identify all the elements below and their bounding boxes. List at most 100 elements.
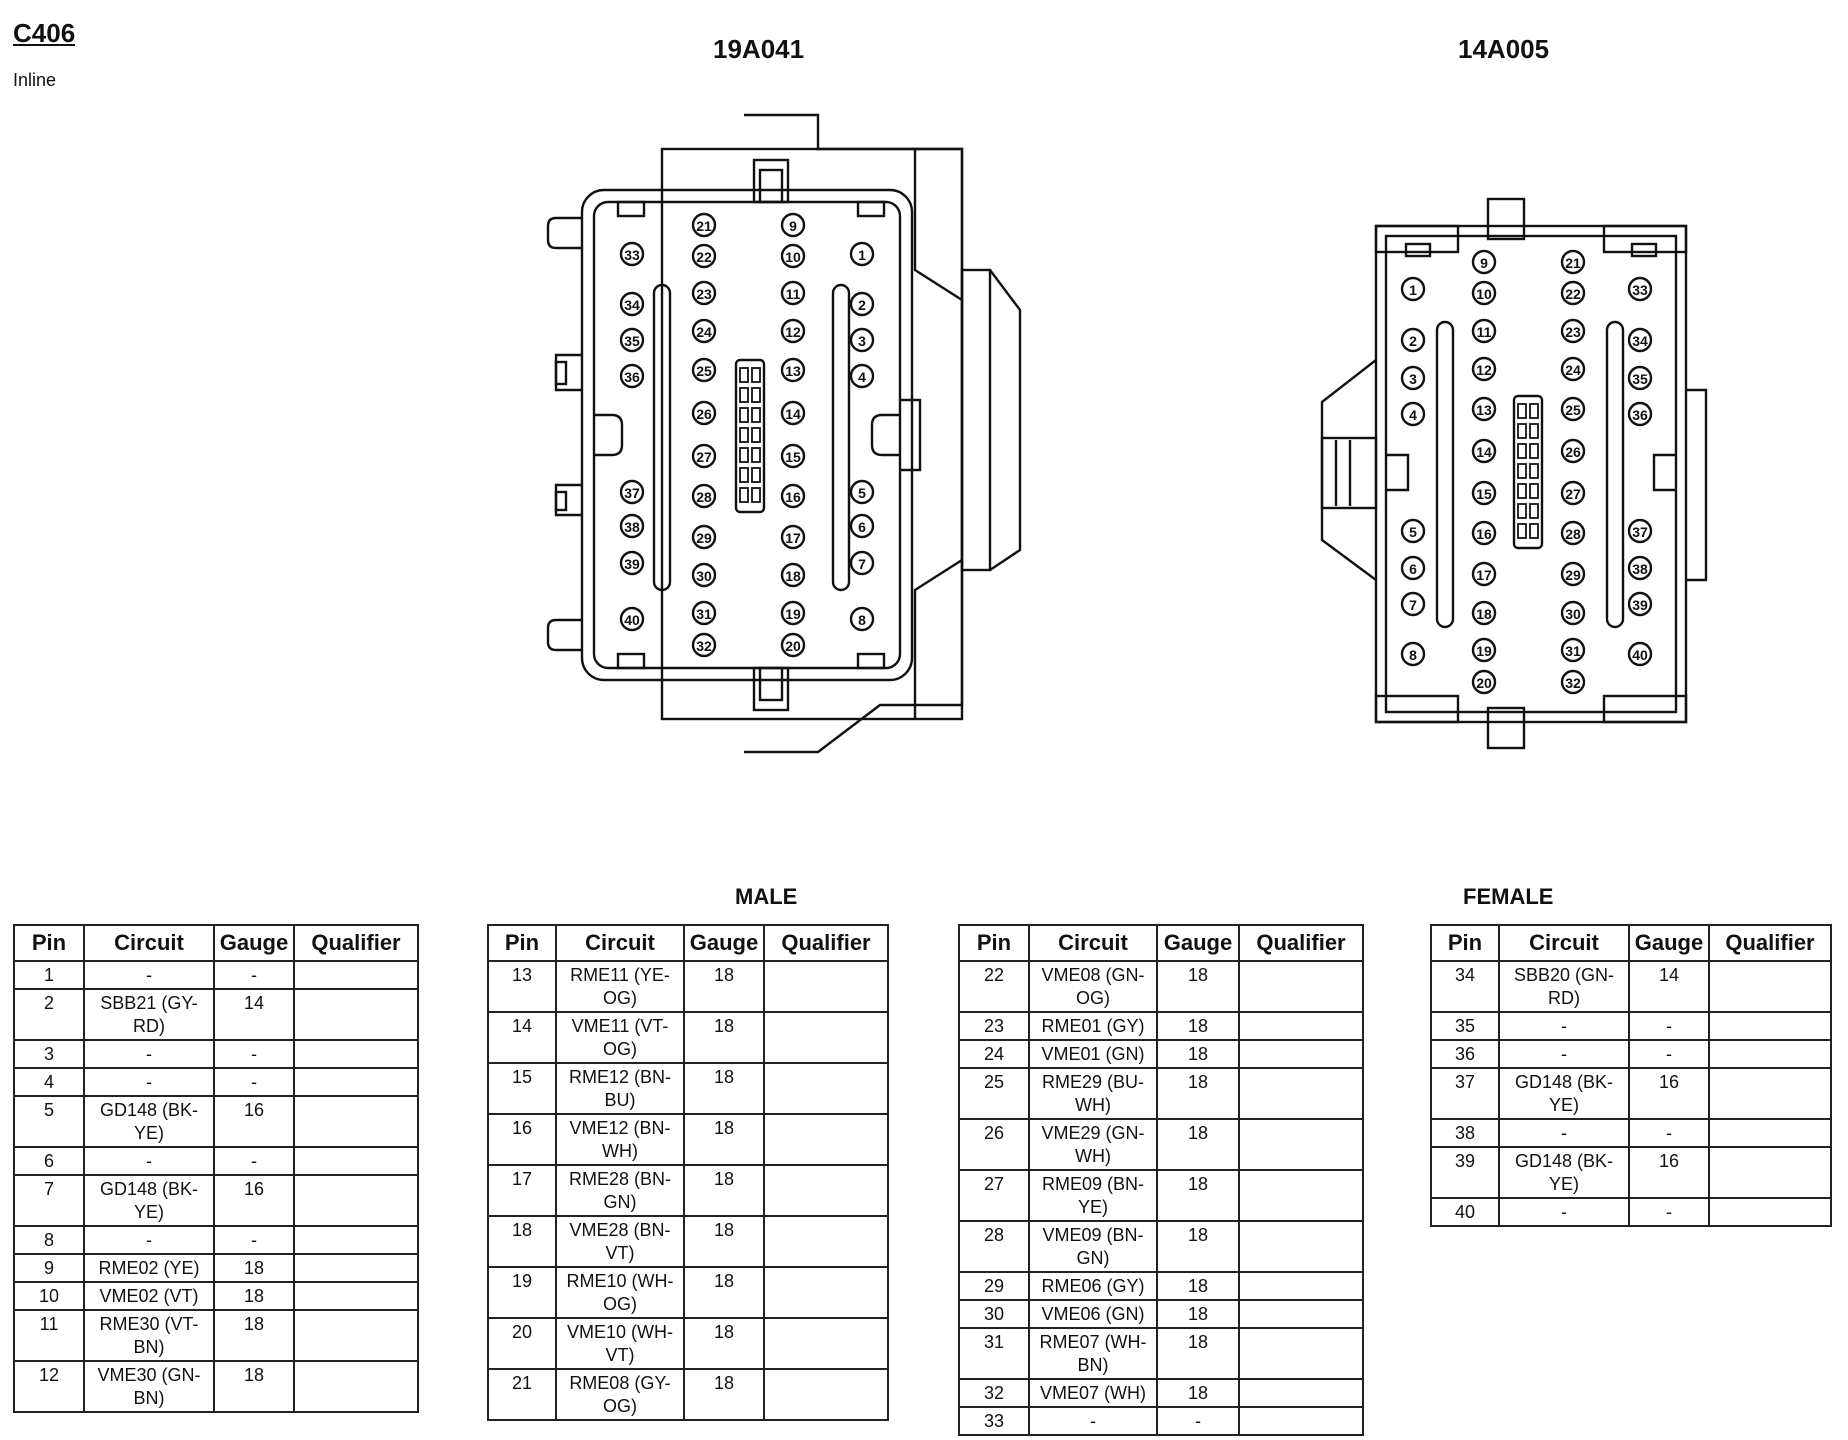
pin-number: 18 [1476, 606, 1492, 622]
pin-number: 3 [858, 333, 866, 349]
qualifier-cell [1708, 1118, 1832, 1148]
female-pin-17: 17 [1471, 561, 1497, 587]
female-pin-35: 35 [1627, 365, 1653, 391]
pin-number: 35 [1632, 371, 1648, 387]
qualifier-cell [293, 960, 419, 990]
pin-circle [1560, 561, 1586, 587]
qualifier-header: Qualifier [1708, 924, 1832, 962]
qualifier-cell [763, 1011, 889, 1064]
gauge-cell: 18 [683, 1164, 765, 1217]
female-pin-13: 13 [1471, 396, 1497, 422]
pin-number: 34 [624, 297, 640, 313]
table-row: 1-- [13, 960, 419, 990]
qualifier-cell [293, 1174, 419, 1227]
gauge-cell: 16 [1628, 1067, 1710, 1120]
female-pin-7: 7 [1400, 591, 1426, 617]
pin-number: 23 [696, 286, 712, 302]
pin-cell: 33 [958, 1406, 1030, 1436]
qualifier-cell [1238, 1271, 1364, 1301]
gauge-cell: 18 [1156, 1011, 1240, 1041]
pin-number: 14 [785, 406, 801, 422]
pin-number: 13 [1476, 402, 1492, 418]
pin-circle [849, 513, 875, 539]
pin-number: 29 [696, 530, 712, 546]
table-row: 6-- [13, 1146, 419, 1176]
pin-circle [780, 443, 806, 469]
gauge-cell: 18 [1156, 1327, 1240, 1380]
female-pin-36: 36 [1627, 401, 1653, 427]
qualifier-cell [293, 1309, 419, 1362]
pin-circle [780, 400, 806, 426]
gauge-cell: 18 [683, 1215, 765, 1268]
female-pin-39: 39 [1627, 591, 1653, 617]
gauge-cell: 18 [1156, 1378, 1240, 1408]
pin-number: 10 [1476, 286, 1492, 302]
gauge-header: Gauge [1628, 924, 1710, 962]
pin-cell: 29 [958, 1271, 1030, 1301]
pin-number: 8 [1409, 647, 1417, 663]
pin-number: 28 [696, 489, 712, 505]
female-pin-24: 24 [1560, 356, 1586, 382]
female-pin-18: 18 [1471, 600, 1497, 626]
female-pin-1: 1 [1400, 276, 1426, 302]
male-label: MALE [735, 884, 798, 909]
pin-cell: 6 [13, 1146, 85, 1176]
pin-number: 19 [785, 606, 801, 622]
male-pin-26: 26 [691, 400, 717, 426]
pin-cell: 9 [13, 1253, 85, 1283]
qualifier-cell [1238, 1039, 1364, 1069]
circuit-cell: - [83, 1225, 215, 1255]
circuit-cell: - [83, 960, 215, 990]
circuit-cell: VME01 (GN) [1028, 1039, 1158, 1069]
pin-cell: 19 [487, 1266, 557, 1319]
male-part-number: 19A041 [713, 34, 805, 64]
pin-number: 22 [1565, 286, 1581, 302]
gauge-cell: 18 [683, 1317, 765, 1370]
pin-circle [1560, 669, 1586, 695]
pin-number: 3 [1409, 371, 1417, 387]
pin-cell: 25 [958, 1067, 1030, 1120]
pin-circle [691, 600, 717, 626]
table-row: 3-- [13, 1039, 419, 1069]
circuit-cell: SBB21 (GY-RD) [83, 988, 215, 1041]
pin-circle [691, 443, 717, 469]
gauge-cell: 16 [213, 1174, 295, 1227]
gauge-cell: 18 [683, 1113, 765, 1166]
gauge-cell: 18 [683, 1011, 765, 1064]
pin-number: 35 [624, 333, 640, 349]
pin-circle [619, 550, 645, 576]
pin-cell: 32 [958, 1378, 1030, 1408]
pin-circle [1560, 520, 1586, 546]
pin-number: 21 [1565, 255, 1581, 271]
male-pin-27: 27 [691, 443, 717, 469]
qualifier-cell [1708, 960, 1832, 1013]
circuit-cell: GD148 (BK-YE) [83, 1095, 215, 1148]
qualifier-cell [293, 1146, 419, 1176]
circuit-cell: VME28 (BN-VT) [555, 1215, 685, 1268]
male-pin-13: 13 [780, 357, 806, 383]
qualifier-cell [763, 1164, 889, 1217]
pin-header: Pin [1430, 924, 1500, 962]
gauge-cell: - [213, 1039, 295, 1069]
gauge-cell: 18 [683, 1368, 765, 1421]
female-pin-21: 21 [1560, 249, 1586, 275]
gauge-cell: - [1628, 1039, 1710, 1069]
pin-cell: 34 [1430, 960, 1500, 1013]
gauge-cell: 18 [1156, 1220, 1240, 1273]
pin-number: 22 [696, 249, 712, 265]
pin-circle [1400, 327, 1426, 353]
pin-circle [619, 327, 645, 353]
male-pin-22: 22 [691, 243, 717, 269]
female-label: FEMALE [1463, 884, 1554, 909]
male-pin-18: 18 [780, 562, 806, 588]
pin-number: 10 [785, 249, 801, 265]
pin-number: 39 [1632, 597, 1648, 613]
